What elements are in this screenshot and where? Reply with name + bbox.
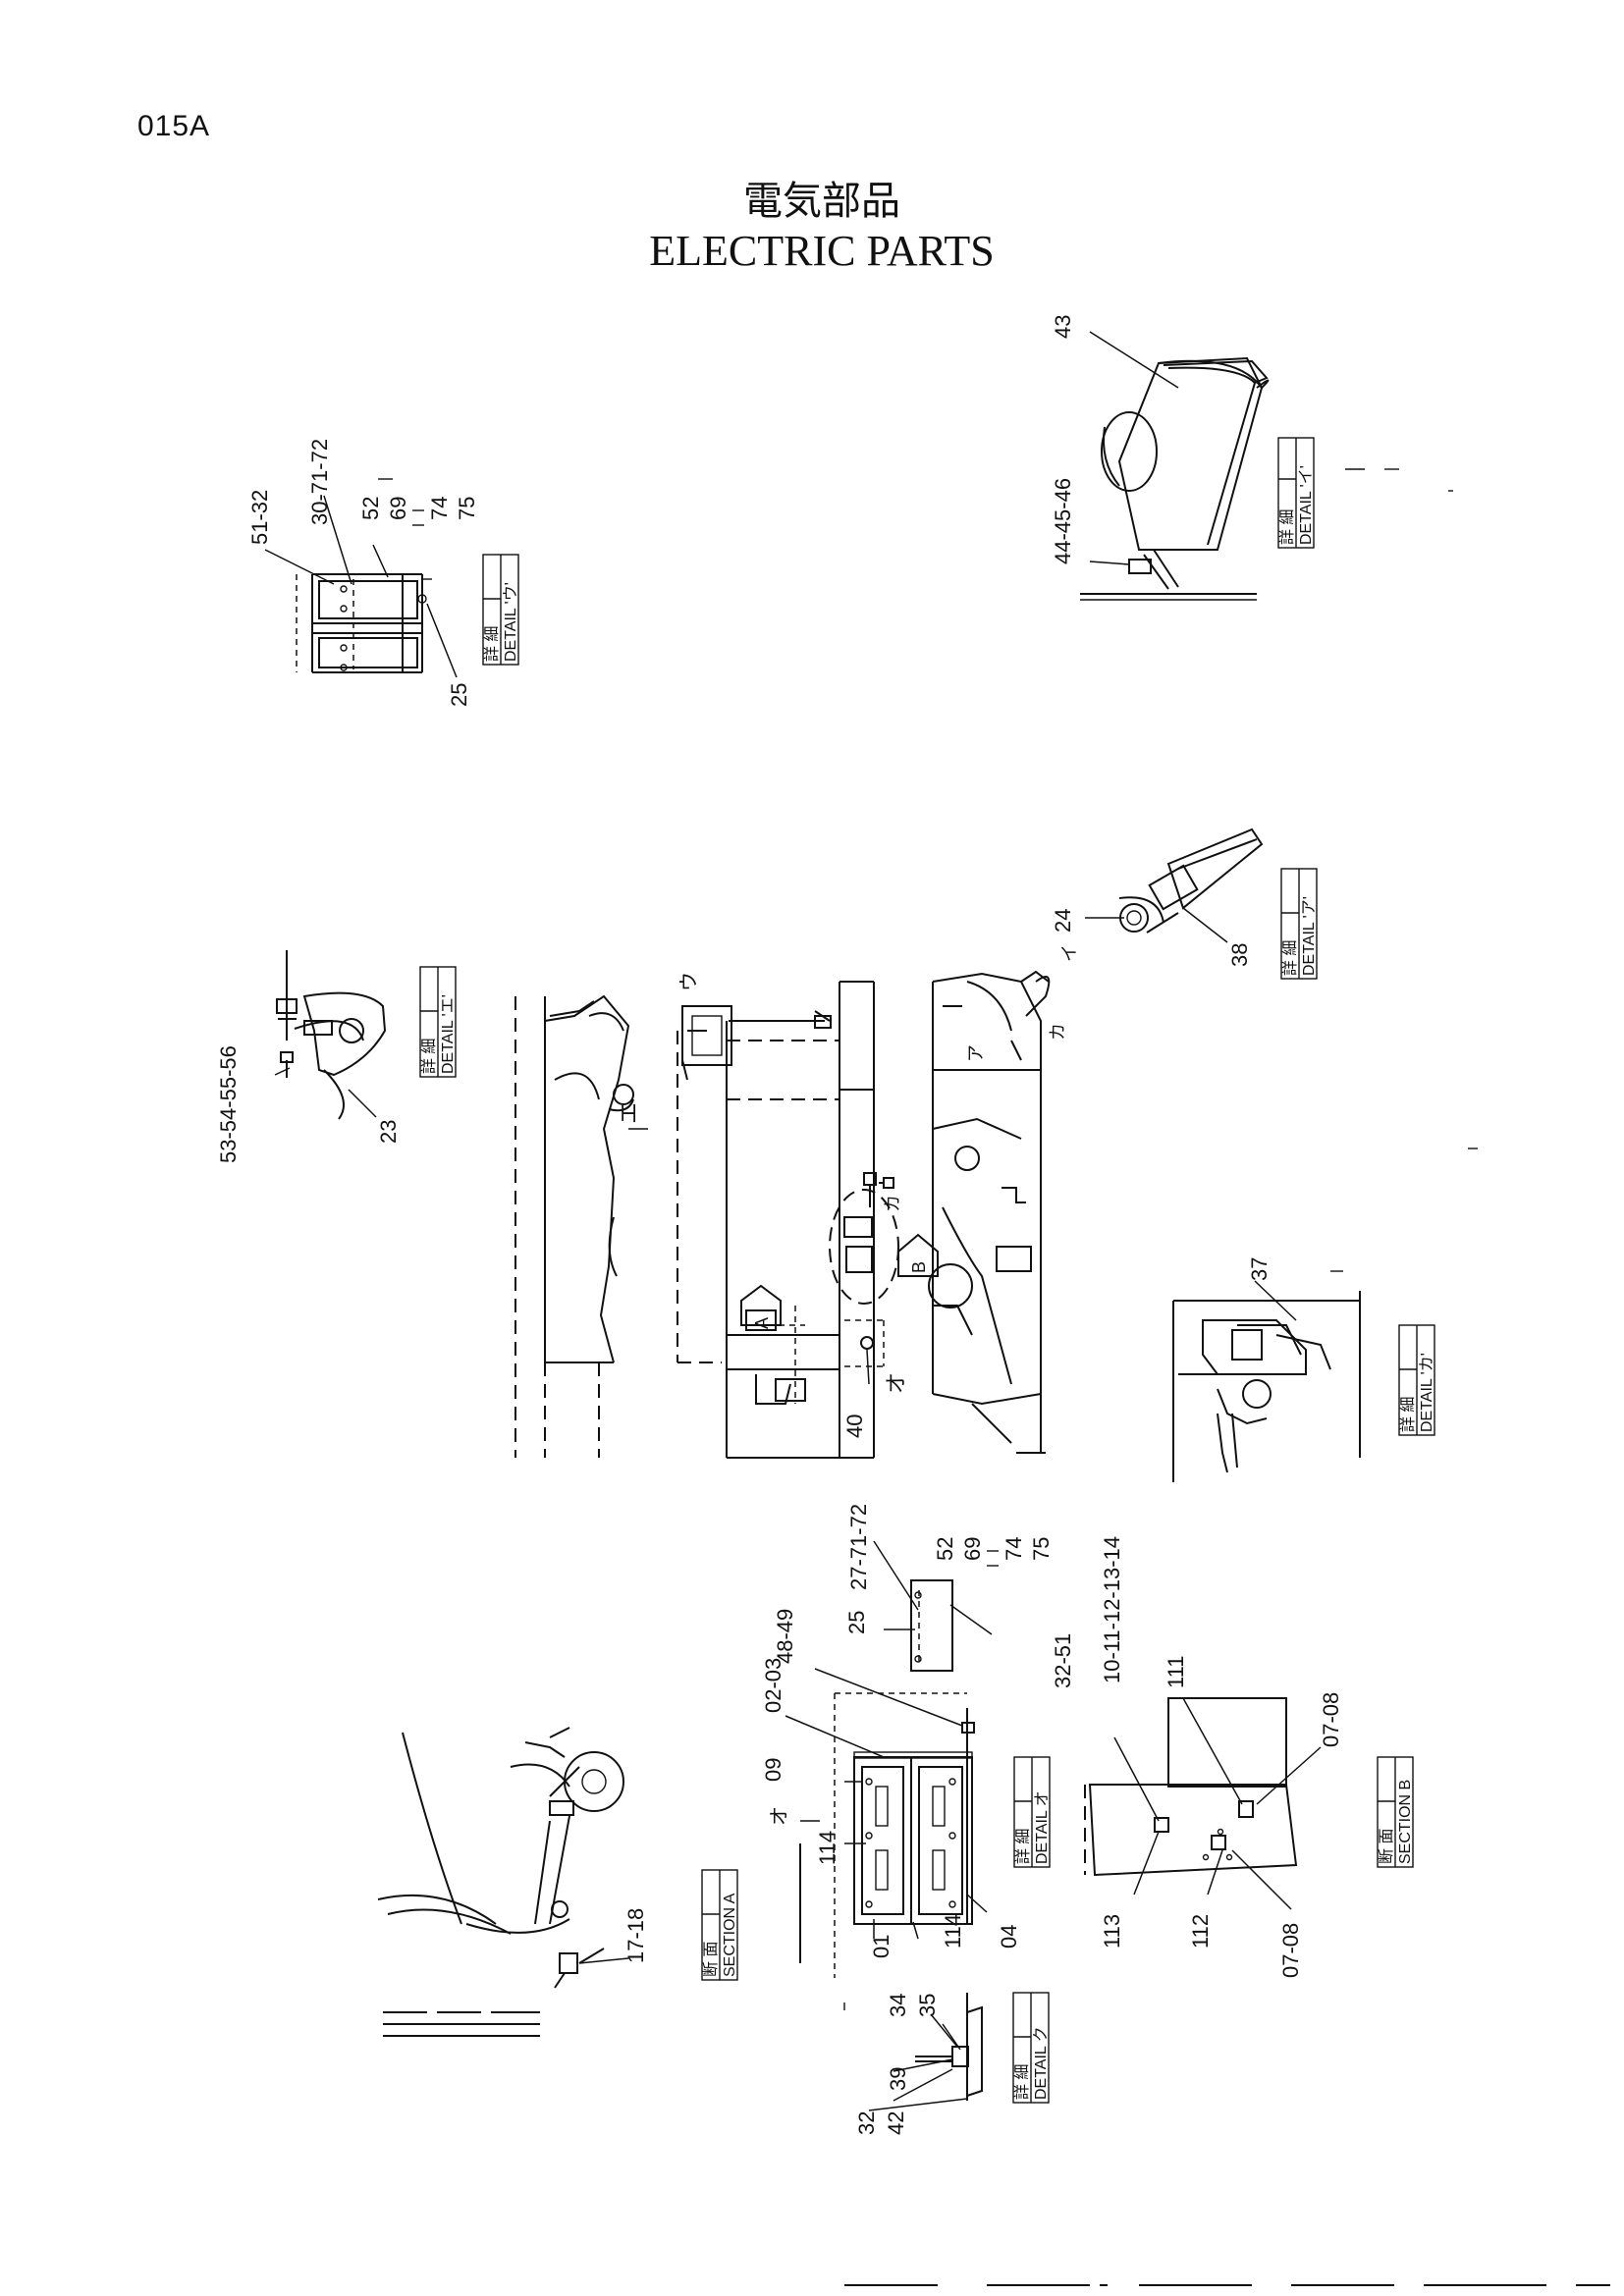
detail-o-fusebox-view: 27-71-72 25 52 69 74 75 32-51 [761,1504,1075,1978]
callout-30-72-top: 30-71-72 [307,439,332,525]
detail-e-label: 詳 細 DETAIL 'エ' [419,966,457,1078]
detail-u-label: 詳 細 DETAIL 'ウ' [482,554,519,666]
callout-113: 113 [1100,1914,1124,1949]
section-a-en: SECTION A [722,1893,738,1977]
detail-ku-jp: 詳 細 [1013,2064,1031,2100]
view-mark-e: エ [617,1102,641,1124]
detail-u-relay-view: 51-32 30-71-72 52 69 74 75 25 [247,439,479,707]
callout-07-08b: 07-08 [1278,1923,1303,1978]
detail-o-label: 詳 細 DETAIL オ [1013,1756,1051,1868]
view-mark-ka-side: カ [1048,1023,1067,1041]
detail-ka-en: DETAIL 'カ' [1419,1353,1435,1432]
detail-ku-view: 34 35 39 32 42 [843,1993,983,2135]
callout-17-18: 17-18 [623,1908,648,1963]
callout-25-top: 25 [447,683,471,707]
callout-25-mid: 25 [844,1611,869,1634]
detail-u-en: DETAIL 'ウ' [502,582,519,662]
detail-o-jp: 詳 細 [1014,1829,1032,1864]
detail-u-jp: 詳 細 [483,626,501,662]
section-b-en: SECTION B [1397,1780,1414,1864]
callout-112: 112 [1188,1914,1213,1949]
detail-i-en: DETAIL 'イ' [1298,465,1315,545]
callout-07-08a: 07-08 [1319,1692,1343,1747]
view-mark-o-small: オ [769,1806,790,1826]
section-b-label: 断 面 SECTION B [1377,1756,1414,1868]
callout-51-32: 51-32 [247,490,272,545]
callout-35: 35 [915,1994,940,2017]
callout-52-top: 52 [358,497,383,520]
callout-32-51: 32-51 [1051,1633,1075,1688]
section-b-jp: 断 面 [1378,1829,1395,1864]
section-a-view: 17-18 [377,1727,648,2037]
callout-02-03: 02-03 [761,1658,785,1713]
view-mark-i-center: イ [1059,944,1079,962]
detail-ka-label: 詳 細 DETAIL 'カ' [1398,1324,1435,1436]
view-mark-u: ウ [678,972,700,991]
detail-o-en: DETAIL オ [1034,1790,1051,1864]
view-mark-ka-center: カ [883,1195,902,1212]
page-title-jp: 電気部品 [743,179,900,224]
detail-ka-view: 37 [1172,1148,1478,1482]
callout-23: 23 [376,1120,401,1144]
marker-b: B [909,1261,929,1273]
callout-37: 37 [1247,1257,1272,1281]
callout-69-top: 69 [386,497,410,520]
callout-42: 42 [884,2111,908,2135]
detail-e-jp: 詳 細 [420,1039,438,1074]
detail-e-en: DETAIL 'エ' [440,994,457,1074]
detail-e-lamp-view: 53-54-55-56 23 [216,950,401,1163]
callout-75-top: 75 [455,497,479,520]
callout-114b: 114 [941,1914,965,1949]
callout-39: 39 [886,2067,910,2091]
callout-40: 40 [842,1415,867,1438]
main-machine-view: エ ウ A オ 40 [514,944,1079,1459]
detail-i-horn-view: 43 44-45-46 [1051,315,1453,601]
callout-74-mid: 74 [1001,1537,1026,1561]
marker-a: A [752,1317,772,1329]
view-mark-a-side: ア [966,1044,986,1062]
detail-a-en: DETAIL 'ア' [1301,896,1318,976]
detail-a-jp: 詳 細 [1281,940,1299,976]
detail-i-label: 詳 細 DETAIL 'イ' [1277,437,1315,549]
detail-a-switch-view: 24 38 [1051,828,1264,967]
callout-111: 111 [1164,1656,1188,1688]
callout-114a: 114 [815,1831,839,1865]
detail-ku-label: 詳 細 DETAIL ク [1012,1992,1050,2104]
callout-48-49: 48-49 [773,1609,797,1664]
callout-34: 34 [886,1994,910,2017]
callout-09: 09 [761,1758,785,1782]
callout-74-top: 74 [427,497,452,520]
callout-75-mid: 75 [1029,1537,1054,1561]
callout-27-72: 27-71-72 [846,1504,871,1590]
callout-53-56: 53-54-55-56 [216,1045,241,1163]
callout-43: 43 [1051,315,1075,339]
detail-a-label: 詳 細 DETAIL 'ア' [1280,868,1318,980]
callout-04: 04 [997,1925,1021,1949]
page-title-en: ELECTRIC PARTS [649,227,995,275]
callout-32-bottom: 32 [854,2111,879,2135]
callout-01: 01 [869,1935,893,1958]
view-mark-o: オ [884,1372,908,1394]
detail-ka-jp: 詳 細 [1399,1397,1417,1432]
section-a-label: 断 面 SECTION A [701,1869,738,1981]
callout-69-mid: 69 [960,1537,985,1561]
callout-38: 38 [1227,943,1252,967]
callout-10-14: 10-11-12-13-14 [1100,1536,1124,1683]
callout-24: 24 [1051,909,1075,933]
callout-44-46: 44-45-46 [1051,478,1075,564]
callout-52-mid: 52 [933,1537,957,1561]
section-b-view: 10-11-12-13-14 111 07-08 113 112 07-08 [1084,1536,1343,1978]
detail-ku-en: DETAIL ク [1032,2026,1050,2100]
detail-i-jp: 詳 細 [1278,509,1296,545]
section-a-jp: 断 面 [702,1942,720,1977]
page-code: 015A [137,110,211,142]
